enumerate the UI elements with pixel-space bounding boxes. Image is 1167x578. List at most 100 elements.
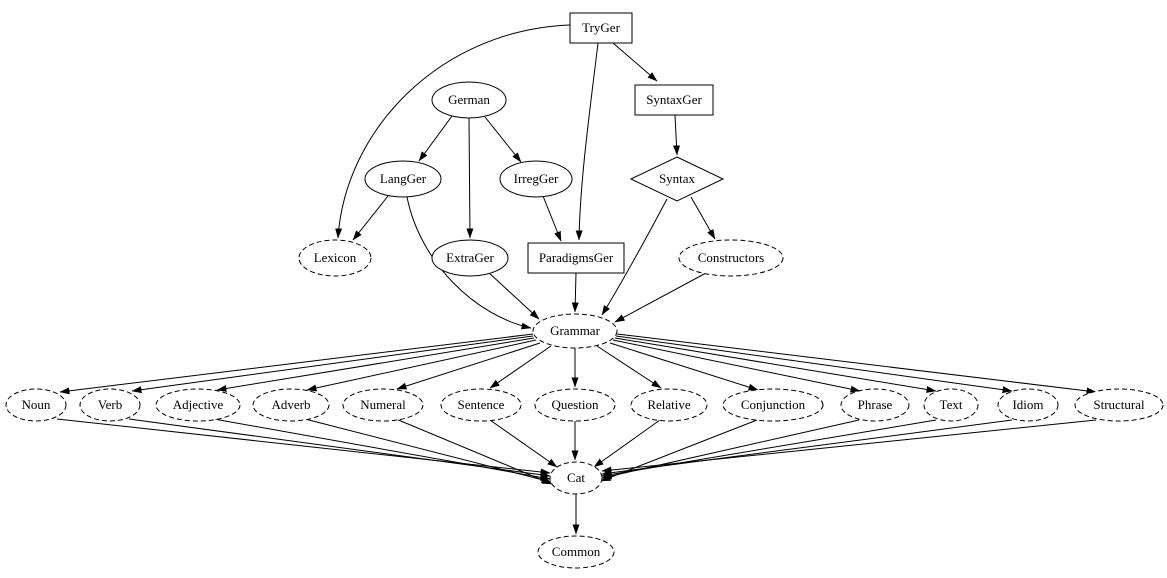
node-label-Adverb: Adverb xyxy=(272,397,311,412)
node-label-Lexicon: Lexicon xyxy=(314,250,357,265)
node-label-Cat: Cat xyxy=(567,470,585,485)
ellipse-shape-Noun xyxy=(5,388,67,422)
node-Text: Text xyxy=(923,388,979,422)
edge-Grammar-to-Structural xyxy=(616,333,1097,395)
edge-Grammar-to-Adverb xyxy=(306,339,537,392)
ellipse-shape-ExtraGer xyxy=(431,239,509,277)
edge-Grammar-to-Sentence xyxy=(489,345,552,389)
node-label-Grammar: Grammar xyxy=(550,323,600,338)
edge-Relative-to-Cat xyxy=(593,419,661,468)
ellipse-shape-Lexicon xyxy=(298,239,372,277)
edge-Syntax-to-Constructors xyxy=(690,196,716,240)
node-label-Relative: Relative xyxy=(647,397,691,412)
edge-ExtraGer-to-Grammar xyxy=(487,271,540,320)
edge-LangGer-to-Lexicon xyxy=(352,195,389,241)
node-label-Text: Text xyxy=(940,397,963,412)
ellipse-shape-Text xyxy=(923,388,979,422)
edge-Grammar-to-Verb xyxy=(131,335,534,394)
edge-Noun-to-Cat xyxy=(56,418,551,476)
node-Idiom: Idiom xyxy=(997,388,1059,422)
box-shape-SyntaxGer xyxy=(634,84,714,116)
node-label-ParadigmsGer: ParadigmsGer xyxy=(539,250,614,265)
edge-TryGer-to-ParadigmsGer xyxy=(575,42,599,241)
node-IrregGer: IrregGer xyxy=(499,160,573,198)
node-label-Phrase: Phrase xyxy=(858,397,893,412)
node-label-SyntaxGer: SyntaxGer xyxy=(646,92,702,107)
node-Structural: Structural xyxy=(1074,388,1164,422)
node-label-Idiom: Idiom xyxy=(1012,397,1043,412)
ellipse-shape-Question xyxy=(534,388,616,422)
node-SyntaxGer: SyntaxGer xyxy=(634,84,714,116)
node-label-Common: Common xyxy=(552,544,601,559)
node-Adverb: Adverb xyxy=(252,388,330,422)
edge-Adjective-to-Cat xyxy=(213,418,551,481)
ellipse-shape-Verb xyxy=(79,388,141,422)
node-label-TryGer: TryGer xyxy=(582,20,620,35)
edge-German-to-ExtraGer xyxy=(466,117,474,239)
edge-German-to-LangGer xyxy=(418,115,453,162)
node-Relative: Relative xyxy=(630,388,708,422)
edge-Numeral-to-Cat xyxy=(395,418,553,485)
node-label-LangGer: LangGer xyxy=(380,171,427,186)
edge-Adverb-to-Cat xyxy=(304,418,552,484)
edge-Grammar-to-Idiom xyxy=(615,335,1013,394)
node-Verb: Verb xyxy=(79,388,141,422)
diamond-shape-Syntax xyxy=(629,156,725,202)
node-Question: Question xyxy=(534,388,616,422)
ellipse-shape-Cat xyxy=(549,461,603,495)
node-Grammar: Grammar xyxy=(532,313,618,349)
edge-Grammar-to-Relative xyxy=(596,345,662,389)
edge-Grammar-to-Noun xyxy=(59,333,534,395)
node-Phrase: Phrase xyxy=(840,388,910,422)
edge-Grammar-to-Numeral xyxy=(396,342,541,390)
edge-SyntaxGer-to-Syntax xyxy=(673,114,681,156)
edge-Grammar-to-Text xyxy=(614,337,937,393)
node-Sentence: Sentence xyxy=(440,388,522,422)
edge-TryGer-to-SyntaxGer xyxy=(612,42,658,82)
node-Lexicon: Lexicon xyxy=(298,239,372,277)
node-label-Verb: Verb xyxy=(98,397,123,412)
edge-Grammar-to-Conjunction xyxy=(609,342,759,391)
edge-Idiom-to-Cat xyxy=(601,419,1013,477)
edge-Structural-to-Cat xyxy=(601,419,1097,474)
node-Constructors: Constructors xyxy=(678,239,784,277)
ellipse-shape-IrregGer xyxy=(499,160,573,198)
node-label-Structural: Structural xyxy=(1093,397,1145,412)
node-Numeral: Numeral xyxy=(342,388,424,422)
node-label-Syntax: Syntax xyxy=(659,171,696,186)
edge-IrregGer-to-ParadigmsGer xyxy=(542,195,562,242)
node-TryGer: TryGer xyxy=(569,12,633,44)
node-German: German xyxy=(431,81,507,119)
box-shape-TryGer xyxy=(569,12,633,44)
edge-LangGer-to-Grammar xyxy=(406,196,532,330)
node-Noun: Noun xyxy=(5,388,67,422)
edge-Sentence-to-Cat xyxy=(489,419,558,468)
ellipse-shape-German xyxy=(431,81,507,119)
ellipse-shape-Structural xyxy=(1074,388,1164,422)
node-label-Conjunction: Conjunction xyxy=(741,397,806,412)
ellipse-shape-Adverb xyxy=(252,388,330,422)
node-label-Sentence: Sentence xyxy=(458,397,505,412)
node-Common: Common xyxy=(537,535,615,569)
ellipse-shape-Phrase xyxy=(840,388,910,422)
node-label-Constructors: Constructors xyxy=(698,250,764,265)
edge-Grammar-to-Phrase xyxy=(612,339,861,393)
box-shape-ParadigmsGer xyxy=(527,242,625,274)
ellipse-shape-Idiom xyxy=(997,388,1059,422)
edge-Syntax-to-Grammar xyxy=(601,198,668,316)
node-ExtraGer: ExtraGer xyxy=(431,239,509,277)
ellipse-shape-LangGer xyxy=(364,160,442,198)
ellipse-shape-Relative xyxy=(630,388,708,422)
edge-Constructors-to-Grammar xyxy=(614,272,707,323)
node-label-Noun: Noun xyxy=(22,397,51,412)
ellipse-shape-Sentence xyxy=(440,388,522,422)
ellipse-shape-Grammar xyxy=(532,313,618,349)
edge-German-to-IrregGer xyxy=(484,116,522,163)
ellipse-shape-Numeral xyxy=(342,388,424,422)
node-label-ExtraGer: ExtraGer xyxy=(446,250,494,265)
node-Adjective: Adjective xyxy=(155,388,241,422)
ellipse-shape-Common xyxy=(537,535,615,569)
node-Conjunction: Conjunction xyxy=(722,388,824,422)
edge-Grammar-to-Adjective xyxy=(216,337,535,392)
